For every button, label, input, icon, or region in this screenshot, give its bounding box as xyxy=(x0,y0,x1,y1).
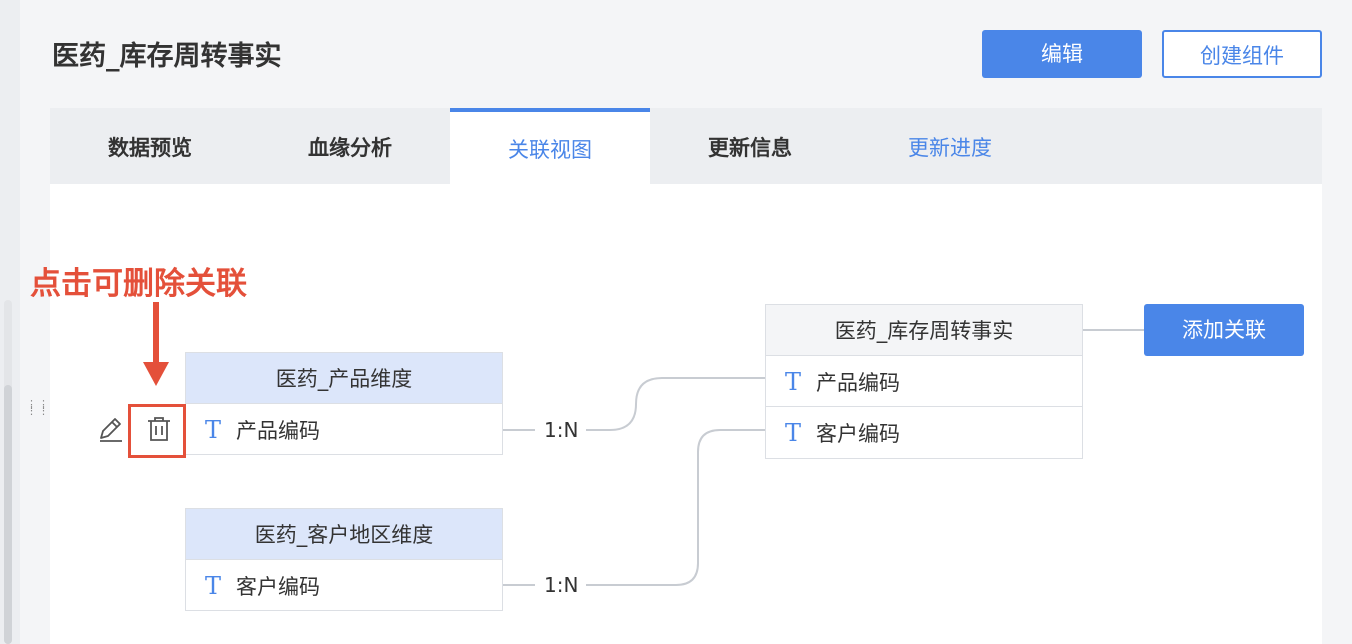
text-type-icon: T xyxy=(784,419,801,447)
table-field-row: T 客户编码 xyxy=(766,406,1082,457)
delete-highlight-box xyxy=(128,404,186,458)
field-name: 客户编码 xyxy=(236,575,320,599)
edit-button[interactable]: 编辑 xyxy=(982,30,1142,78)
tab-bar: 数据预览 血缘分析 关联视图 更新信息 更新进度 xyxy=(50,108,1322,184)
scrollbar-thumb[interactable] xyxy=(4,385,12,644)
add-relation-button[interactable]: 添加关联 xyxy=(1144,304,1304,356)
tab-data-preview[interactable]: 数据预览 xyxy=(108,136,192,160)
trash-icon[interactable] xyxy=(144,414,174,444)
tab-update-info[interactable]: 更新信息 xyxy=(708,136,792,160)
text-type-icon: T xyxy=(784,368,801,396)
table-field-row: T 客户编码 xyxy=(186,559,502,610)
table-header: 医药_库存周转事实 xyxy=(766,305,1082,355)
field-name: 产品编码 xyxy=(816,371,900,395)
relation-label-customer[interactable]: 1:N xyxy=(540,573,583,597)
relation-label-product[interactable]: 1:N xyxy=(540,418,583,442)
page-title: 医药_库存周转事实 xyxy=(52,41,282,72)
dimension-table-customer-region[interactable]: 医药_客户地区维度 T 客户编码 xyxy=(185,508,503,611)
table-header: 医药_产品维度 xyxy=(186,353,502,403)
table-field-row: T 产品编码 xyxy=(766,355,1082,406)
tab-relation-view[interactable]: 关联视图 xyxy=(450,108,650,184)
table-header: 医药_客户地区维度 xyxy=(186,509,502,559)
annotation-arrow xyxy=(153,302,159,364)
text-type-icon: T xyxy=(204,416,221,444)
text-type-icon: T xyxy=(204,572,221,600)
field-name: 产品编码 xyxy=(236,419,320,443)
tab-update-progress[interactable]: 更新进度 xyxy=(908,136,992,160)
annotation-text: 点击可删除关联 xyxy=(30,266,247,302)
annotation-arrow-head xyxy=(143,362,169,386)
pencil-icon[interactable] xyxy=(96,414,126,444)
field-name: 客户编码 xyxy=(816,422,900,446)
tab-lineage-analysis[interactable]: 血缘分析 xyxy=(308,136,392,160)
fact-table[interactable]: 医药_库存周转事实 T 产品编码 T 客户编码 xyxy=(765,304,1083,459)
create-component-button[interactable]: 创建组件 xyxy=(1162,30,1322,78)
dimension-table-product[interactable]: 医药_产品维度 T 产品编码 xyxy=(185,352,503,455)
table-field-row: T 产品编码 xyxy=(186,403,502,454)
